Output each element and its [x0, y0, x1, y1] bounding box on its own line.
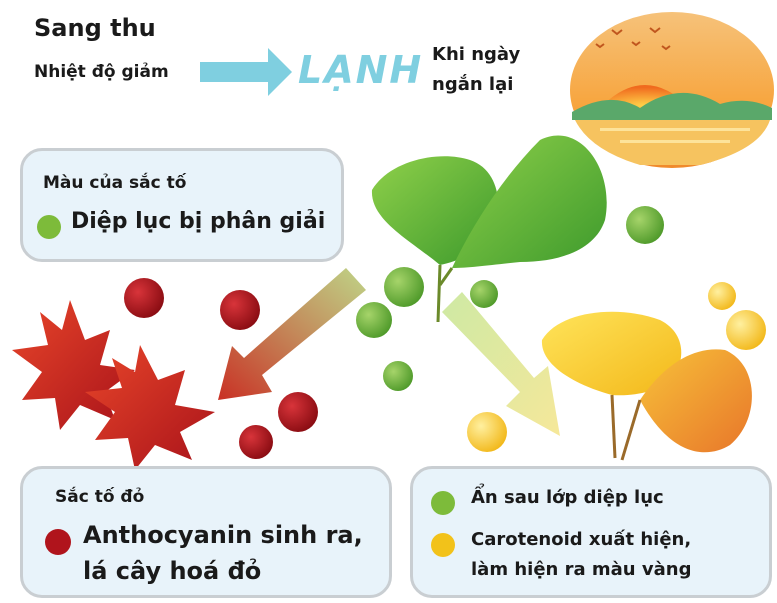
red-dot-icon [45, 529, 71, 555]
yellow-box-item2-line1: Carotenoid xuất hiện, [471, 529, 691, 550]
pigment-box-title: Màu của sắc tố [43, 173, 186, 193]
green-dot-icon [431, 491, 455, 515]
pigment-box-item: Diệp lục bị phân giải [71, 209, 325, 234]
green-dot-icon [37, 215, 61, 239]
day-short-line2: ngắn lại [432, 74, 513, 95]
red-pigment-box: Sắc tố đỏ Anthocyanin sinh ra, lá cây ho… [20, 466, 392, 598]
maple-leaves [12, 300, 215, 470]
sunset-image [570, 12, 774, 168]
pigment-box: Màu của sắc tố Diệp lục bị phân giải [20, 148, 344, 262]
season-title: Sang thu [34, 14, 156, 42]
yellow-pigment-box: Ẩn sau lớp diệp lục Carotenoid xuất hiện… [410, 466, 772, 598]
red-arrow [218, 268, 366, 400]
yellow-box-item1: Ẩn sau lớp diệp lục [471, 487, 664, 508]
cold-arrow [200, 48, 292, 96]
yellow-box-item2-line2: làm hiện ra màu vàng [471, 559, 691, 580]
day-short-line1: Khi ngày [432, 44, 520, 65]
red-box-line1: Anthocyanin sinh ra, [83, 521, 363, 549]
red-box-line2: lá cây hoá đỏ [83, 557, 261, 585]
yellow-arrow [442, 292, 560, 436]
temperature-label: Nhiệt độ giảm [34, 62, 169, 82]
yellow-ginkgo-leaves [542, 312, 752, 460]
yellow-dot-icon [431, 533, 455, 557]
red-box-title: Sắc tố đỏ [55, 487, 144, 507]
cold-label: LẠNH [298, 48, 423, 92]
